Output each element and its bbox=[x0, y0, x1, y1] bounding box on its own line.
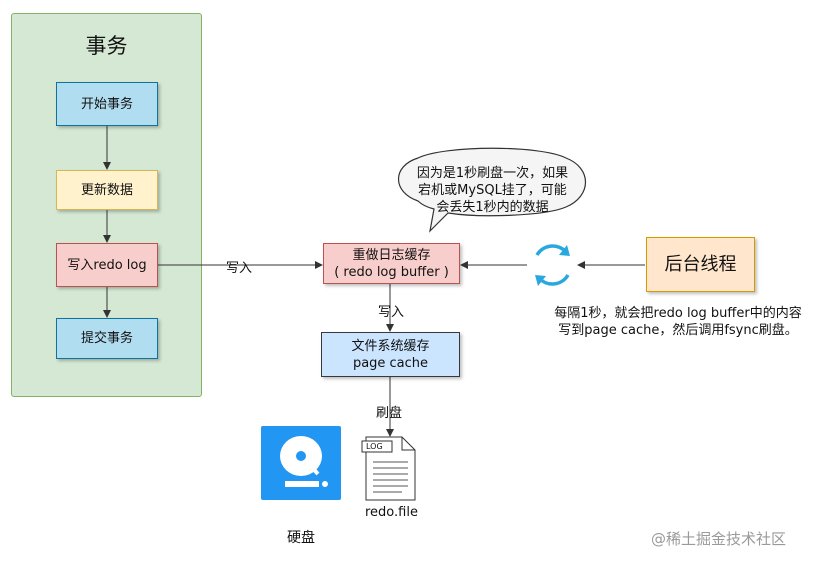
page-cache-subtitle: page cache bbox=[352, 355, 429, 371]
redo-file-label: redo.file bbox=[365, 505, 418, 520]
sync-icon bbox=[535, 244, 570, 286]
flush-label: 刷盘 bbox=[376, 406, 403, 421]
step-update-data: 更新数据 bbox=[56, 170, 158, 210]
speech-bubble bbox=[398, 147, 587, 233]
disk-icon bbox=[261, 426, 341, 500]
redo-buffer-subtitle: ( redo log buffer ) bbox=[334, 264, 449, 280]
write-to-buffer-label: 写入 bbox=[226, 261, 253, 276]
file-icon bbox=[361, 436, 416, 501]
log-file-tag: LOG bbox=[366, 442, 383, 451]
page-cache-title: 文件系统缓存 bbox=[351, 338, 430, 354]
step-begin-transaction: 开始事务 bbox=[56, 82, 158, 126]
background-thread-box: 后台线程 bbox=[646, 237, 755, 292]
speech-bubble-text: 因为是1秒刷盘一次，如果 宕机或MySQL挂了，可能 会丢失1秒内的数据 bbox=[400, 165, 585, 216]
step-write-redo-log: 写入redo log bbox=[56, 243, 158, 287]
bg-note-line-1: 每隔1秒，就会把redo log buffer中的内容 bbox=[554, 306, 802, 321]
background-note: 每隔1秒，就会把redo log buffer中的内容 写到page cache… bbox=[547, 305, 809, 339]
redo-log-buffer-box: 重做日志缓存 ( redo log buffer ) bbox=[323, 243, 460, 284]
watermark: @稀土掘金技术社区 bbox=[651, 530, 787, 548]
page-cache-box: 文件系统缓存 page cache bbox=[321, 332, 460, 377]
transaction-title: 事务 bbox=[85, 34, 128, 58]
write-to-cache-label: 写入 bbox=[378, 305, 405, 320]
redo-buffer-title: 重做日志缓存 bbox=[352, 247, 431, 263]
bubble-line-1: 因为是1秒刷盘一次，如果 bbox=[416, 166, 569, 181]
step-commit-transaction: 提交事务 bbox=[56, 318, 158, 359]
bg-note-line-2: 写到page cache，然后调用fsync刷盘。 bbox=[558, 323, 798, 338]
bubble-line-3: 会丢失1秒内的数据 bbox=[436, 200, 549, 215]
bubble-line-2: 宕机或MySQL挂了，可能 bbox=[418, 183, 567, 198]
disk-label: 硬盘 bbox=[287, 530, 315, 546]
